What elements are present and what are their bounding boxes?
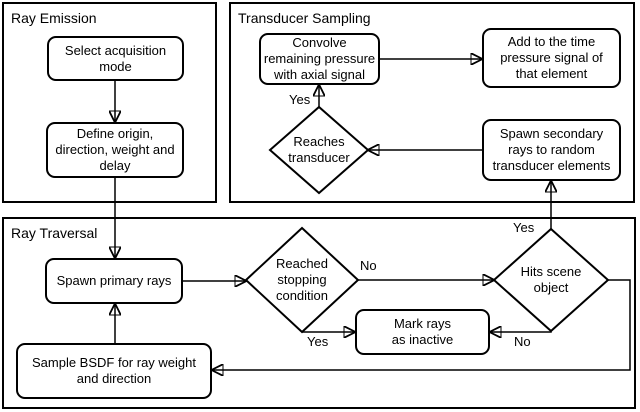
- node-add-time-line2: pressure signal of: [500, 50, 603, 65]
- node-spawn-secondary-rays: Spawn secondary rays to random transduce…: [482, 119, 621, 181]
- node-define-origin-line2: direction, weight and: [55, 142, 175, 157]
- node-define-origin-line3: delay: [99, 158, 131, 173]
- decision-reaches-transducer-shape: [268, 105, 370, 195]
- node-spawn-primary-rays: Spawn primary rays: [45, 258, 183, 304]
- node-spawn-primary-line1: Spawn primary rays: [56, 273, 172, 288]
- edge-label-reaches-yes: Yes: [289, 92, 311, 107]
- node-convolve-line1: Convolve: [292, 35, 347, 50]
- node-convolve-line3: with axial signal: [273, 67, 366, 82]
- node-sample-bsdf-line1: Sample BSDF for ray weight: [31, 355, 196, 370]
- node-spawn-secondary-line2: rays to random: [508, 142, 595, 157]
- node-define-origin: Define origin, direction, weight and del…: [46, 122, 184, 178]
- section-transducer-sampling: Transducer Sampling: [229, 2, 635, 203]
- edge-label-stopping-yes: Yes: [307, 334, 329, 349]
- node-spawn-secondary-line1: Spawn secondary: [499, 126, 604, 141]
- section-ray-traversal-label: Ray Traversal: [11, 225, 98, 241]
- node-mark-rays-line1: Mark rays: [393, 316, 452, 331]
- node-convolve-pressure: Convolve remaining pressure with axial s…: [259, 33, 380, 85]
- decision-hits-scene-shape: [492, 227, 610, 333]
- edge-hits-no-to-mark-rays-arrow: [490, 331, 552, 332]
- node-add-time-line1: Add to the time: [507, 34, 596, 49]
- node-spawn-secondary-line3: transducer elements: [492, 158, 611, 173]
- node-mark-rays-line2: as inactive: [391, 332, 454, 347]
- section-ray-emission-label: Ray Emission: [11, 10, 97, 26]
- edge-label-hits-yes: Yes: [513, 220, 535, 235]
- section-transducer-sampling-label: Transducer Sampling: [238, 10, 371, 26]
- node-add-time-pressure: Add to the time pressure signal of that …: [482, 28, 621, 88]
- node-convolve-line2: remaining pressure: [263, 51, 376, 66]
- node-select-acquisition-mode: Select acquisition mode: [47, 36, 184, 81]
- edge-label-hits-no: No: [514, 334, 531, 349]
- section-ray-traversal: Ray Traversal: [2, 217, 636, 409]
- decision-reached-stopping-shape: [244, 226, 360, 334]
- node-select-acquisition-line1: Select acquisition: [64, 42, 167, 58]
- node-define-origin-line1: Define origin,: [76, 126, 154, 141]
- section-ray-emission: Ray Emission: [2, 2, 217, 203]
- node-sample-bsdf: Sample BSDF for ray weight and direction: [16, 343, 212, 399]
- node-add-time-line3: that element: [515, 66, 588, 81]
- node-select-acquisition-line2: mode: [99, 58, 132, 74]
- edge-label-stopping-no: No: [360, 258, 377, 273]
- node-sample-bsdf-line2: and direction: [76, 371, 152, 386]
- node-mark-rays-inactive: Mark rays as inactive: [355, 309, 490, 355]
- edge-hits-loop-to-sample-bsdf-arrow: [212, 279, 631, 370]
